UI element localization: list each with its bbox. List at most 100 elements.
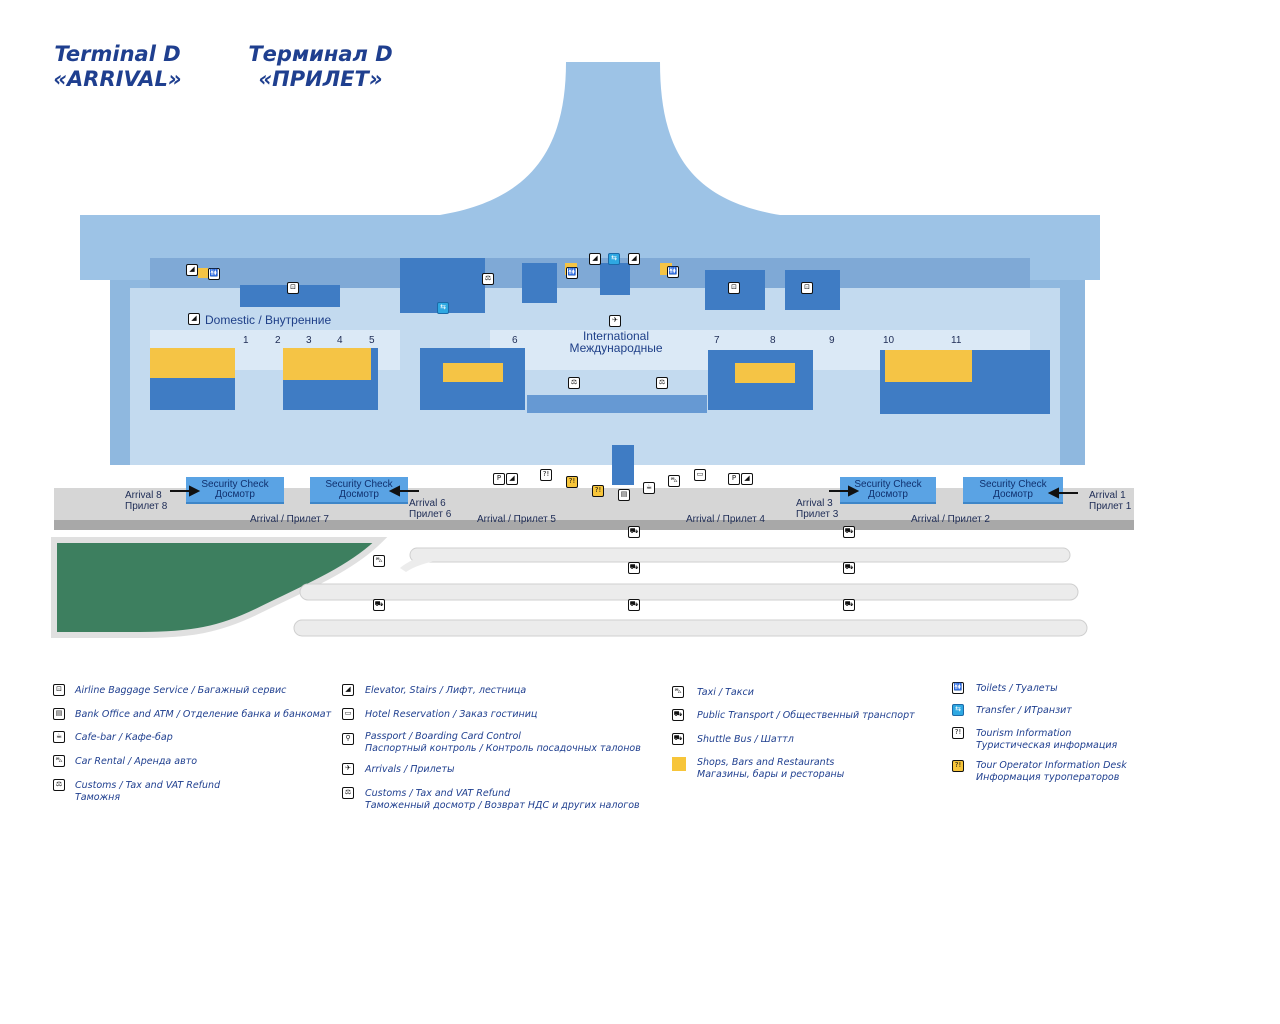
legend-transfer: Transfer / ИТранзит — [976, 705, 1072, 716]
cafe-icon: ☕ — [53, 731, 65, 743]
security-check-2-en: Security Check — [325, 479, 393, 490]
legend-tour-operator-ru: Информация туроператоров — [976, 772, 1120, 783]
public-transport-icon: ⛟ — [373, 599, 385, 611]
legend-hotel: Hotel Reservation / Заказ гостиниц — [365, 709, 538, 720]
tourism-info-icon: ?! — [952, 727, 964, 739]
customs-icon: ⚖ — [342, 787, 354, 799]
arrival-6: Arrival 6 Прилет 6 — [409, 498, 451, 520]
shuttle-bus-icon: ⛟ — [672, 733, 684, 745]
legend-shops-ru: Магазины, бары и рестораны — [697, 769, 845, 780]
shuttle-bus-icon: ⛟ — [843, 526, 855, 538]
gate-11: 11 — [951, 335, 962, 346]
terminal-map — [51, 62, 1134, 638]
block-upper-center3 — [600, 263, 630, 295]
baggage-icon: ⊡ — [53, 684, 65, 696]
gate-2: 2 — [275, 335, 281, 346]
customs-icon: ⚖ — [568, 377, 580, 389]
curb-edge — [54, 520, 1134, 530]
legend-arrivals: Arrivals / Прилеты — [365, 764, 455, 775]
gate-7: 7 — [714, 335, 720, 346]
gate-9: 9 — [829, 335, 835, 346]
cafe-icon: ☕ — [643, 482, 655, 494]
legend-tourism-ru: Туристическая информация — [976, 740, 1118, 751]
legend-tour-operator: Tour Operator Information Desk Информаци… — [976, 760, 1127, 784]
arrival-3-en: Arrival 3 — [796, 498, 833, 509]
customs-icon: ⚖ — [53, 779, 65, 791]
legend-taxi: Taxi / Такси — [697, 687, 754, 698]
shop-3 — [443, 363, 503, 382]
road-2 — [299, 583, 1079, 601]
arrival-3: Arrival 3 Прилет 3 — [796, 498, 838, 520]
toilets-icon: 🚻 — [566, 267, 578, 279]
security-check-1-en: Security Check — [201, 479, 269, 490]
elevator-icon: ◢ — [741, 473, 753, 485]
bank-atm-icon: ▤ — [618, 489, 630, 501]
arrival-2: Arrival / Прилет 2 — [911, 514, 990, 525]
security-check-4-ru: Досмотр — [993, 489, 1033, 500]
hotel-icon: ▭ — [342, 708, 354, 720]
road-1-ramp — [400, 552, 440, 572]
shops-swatch — [672, 757, 686, 771]
legend-shops-en: Shops, Bars and Restaurants — [697, 757, 835, 768]
gate-5: 5 — [369, 335, 375, 346]
shop-5 — [885, 350, 972, 382]
road-1 — [409, 547, 1071, 563]
transfer-icon: ⇆ — [608, 253, 620, 265]
arrival-8-ru: Прилет 8 — [125, 501, 168, 512]
legend-bank: Bank Office and ATM / Отделение банка и … — [75, 709, 332, 720]
security-check-4-en: Security Check — [979, 479, 1047, 490]
arrivals-icon: ✈ — [609, 315, 621, 327]
arrival-7: Arrival / Прилет 7 — [250, 514, 329, 525]
title-russian: Терминал D «ПРИЛЕТ» — [248, 42, 393, 92]
title-english: Terminal D «ARRIVAL» — [50, 42, 185, 92]
public-transport-icon: ⛟ — [628, 599, 640, 611]
legend-tourism: Tourism Information Туристическая информ… — [976, 728, 1117, 752]
legend-customs-vat-ru: Таможенный досмотр / Возврат НДС и други… — [365, 800, 640, 811]
legend-cafe: Cafe-bar / Кафе-бар — [75, 732, 173, 743]
legend-car: Car Rental / Аренда авто — [75, 756, 198, 767]
customs-icon: ⚖ — [656, 377, 668, 389]
baggage-icon: ⊡ — [287, 282, 299, 294]
public-transport-icon: ⛟ — [843, 562, 855, 574]
tourism-info-icon: ?! — [540, 469, 552, 481]
security-check-1-ru: Досмотр — [215, 489, 255, 500]
legend-tour-operator-en: Tour Operator Information Desk — [976, 760, 1127, 771]
gate-10: 10 — [883, 335, 895, 346]
toilets-icon: 🚻 — [952, 682, 964, 694]
shop-6 — [198, 268, 208, 278]
zone-domestic: Domestic / Внутренние — [205, 313, 332, 327]
elevator-icon: ◢ — [188, 313, 200, 325]
public-transport-icon: ⛟ — [843, 599, 855, 611]
title-english-line1: Terminal D — [54, 42, 181, 66]
hotel-icon: ▭ — [694, 469, 706, 481]
baggage-icon: ⊡ — [728, 282, 740, 294]
elevator-icon: ◢ — [342, 684, 354, 696]
title-russian-line2: «ПРИЛЕТ» — [258, 67, 383, 91]
legend-customs-ru: Таможня — [75, 792, 121, 803]
public-transport-icon: ⛟ — [628, 562, 640, 574]
block-upper-left — [240, 285, 340, 307]
gate-8: 8 — [770, 335, 776, 346]
title-russian-line1: Терминал D — [248, 42, 393, 66]
taxi-icon: ⛍ — [672, 686, 684, 698]
arrival-5: Arrival / Прилет 5 — [477, 514, 556, 525]
security-check-2-ru: Досмотр — [339, 489, 379, 500]
transfer-icon: ⇆ — [952, 704, 964, 716]
legend-customs-vat: Customs / Tax and VAT Refund Таможенный … — [365, 788, 640, 812]
arrival-1-ru: Прилет 1 — [1089, 501, 1132, 512]
security-check-3-en: Security Check — [854, 479, 922, 490]
tour-operator-icon: ?! — [952, 760, 964, 772]
title-english-line2: «ARRIVAL» — [53, 67, 182, 91]
taxi-icon: ⛍ — [373, 555, 385, 567]
transfer-icon: ⇆ — [437, 302, 449, 314]
parking-icon: P — [728, 473, 740, 485]
gate-1: 1 — [243, 335, 249, 346]
arrival-8-en: Arrival 8 — [125, 490, 162, 501]
elevator-icon: ◢ — [186, 264, 198, 276]
elevator-icon: ◢ — [628, 253, 640, 265]
security-check-1: Security Check Досмотр — [186, 477, 284, 504]
arrival-1-en: Arrival 1 — [1089, 490, 1126, 501]
legend-public: Public Transport / Общественный транспор… — [697, 710, 915, 721]
zone-international-ru: Международные — [569, 341, 663, 355]
zone-international-en: International — [582, 329, 650, 343]
